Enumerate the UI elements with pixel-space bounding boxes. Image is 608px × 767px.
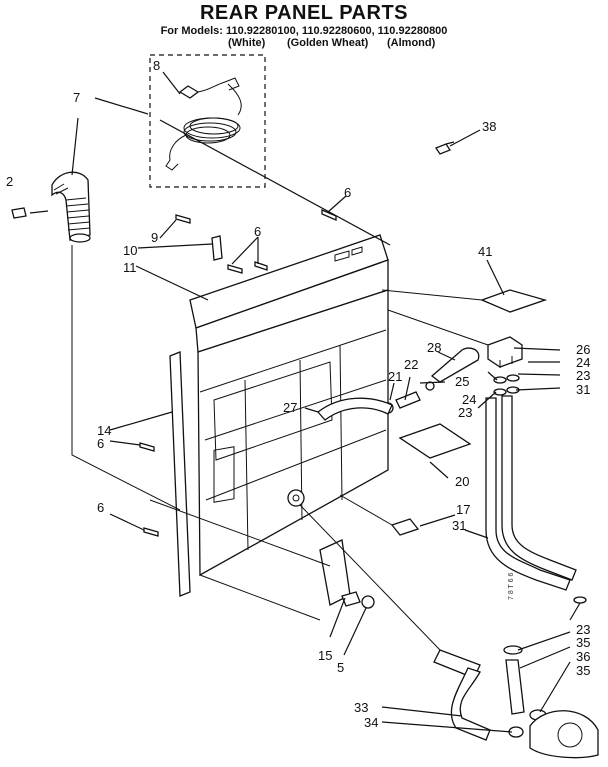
callout-36: 36 xyxy=(576,649,590,664)
callout-27: 27 xyxy=(283,400,297,415)
color-white: (White) xyxy=(228,37,266,49)
power-cord-part xyxy=(165,77,242,171)
side-strip-part-14 xyxy=(169,351,191,597)
callout-24a: 24 xyxy=(576,355,590,370)
callout-31a: 31 xyxy=(576,382,590,397)
callout-15: 15 xyxy=(318,648,332,663)
callout-6c: 6 xyxy=(97,436,104,451)
callout-35b: 35 xyxy=(576,663,590,678)
callout-6a: 6 xyxy=(344,185,351,200)
diagram-code: 7 8 T 6 6 xyxy=(508,572,515,600)
leader-lines xyxy=(29,71,581,733)
callout-11: 11 xyxy=(123,260,137,275)
callout-33: 33 xyxy=(354,700,368,715)
hose-part-28 xyxy=(430,347,480,383)
callout-14: 14 xyxy=(97,423,111,438)
fill-hoses-part-31 xyxy=(485,395,577,591)
callout-labels: 2 7 8 9 10 11 6 6 14 6 6 38 41 26 24 23 … xyxy=(6,58,590,730)
callout-20: 20 xyxy=(455,474,469,489)
callout-17: 17 xyxy=(456,502,470,517)
lower-hoses xyxy=(433,645,599,759)
washers xyxy=(493,374,587,604)
callout-5: 5 xyxy=(337,660,344,675)
color-golden-wheat: (Golden Wheat) xyxy=(287,37,369,49)
water-valve-part-26 xyxy=(487,336,523,368)
plug-part-2 xyxy=(11,207,27,219)
callout-9: 9 xyxy=(151,230,158,245)
rear-panel-part-11 xyxy=(189,234,389,577)
callout-23b: 23 xyxy=(458,405,472,420)
callout-25: 25 xyxy=(455,374,469,389)
drain-hose-part-7 xyxy=(51,171,91,243)
callout-23a: 23 xyxy=(576,368,590,383)
pump-part-15 xyxy=(319,539,375,609)
callout-34: 34 xyxy=(364,715,378,730)
callout-21: 21 xyxy=(388,369,402,384)
diagram-header: REAR PANEL PARTS For Models: 110.9228010… xyxy=(0,0,608,37)
page-title: REAR PANEL PARTS xyxy=(199,2,409,24)
callout-22: 22 xyxy=(404,357,418,372)
callout-31b: 31 xyxy=(452,518,466,533)
hose-part-27 xyxy=(317,397,393,421)
callout-28: 28 xyxy=(427,340,441,355)
part-17 xyxy=(390,518,420,536)
bracket-part-41 xyxy=(480,289,548,313)
callout-8: 8 xyxy=(153,58,160,73)
guide-lines xyxy=(71,245,489,651)
callout-26: 26 xyxy=(576,342,590,357)
clip-part-38 xyxy=(435,141,455,155)
callout-23c: 23 xyxy=(576,622,590,637)
valve-assembly-part-20 xyxy=(398,423,472,459)
callout-10: 10 xyxy=(123,243,137,258)
callout-6b: 6 xyxy=(254,224,261,239)
power-cord-kit-box xyxy=(149,54,266,188)
callout-7: 7 xyxy=(73,90,80,105)
model-numbers: For Models: 110.92280100, 110.92280600, … xyxy=(160,25,448,37)
callout-41: 41 xyxy=(478,244,492,259)
callout-24b: 24 xyxy=(462,392,476,407)
color-almond: (Almond) xyxy=(387,37,436,49)
callout-2: 2 xyxy=(6,174,13,189)
callout-35a: 35 xyxy=(576,635,590,650)
callout-6d: 6 xyxy=(97,500,104,515)
callout-38: 38 xyxy=(482,119,496,134)
bracket-part-10 xyxy=(211,235,223,261)
model-colors: (White) (Golden Wheat) (Almond) xyxy=(0,37,608,51)
